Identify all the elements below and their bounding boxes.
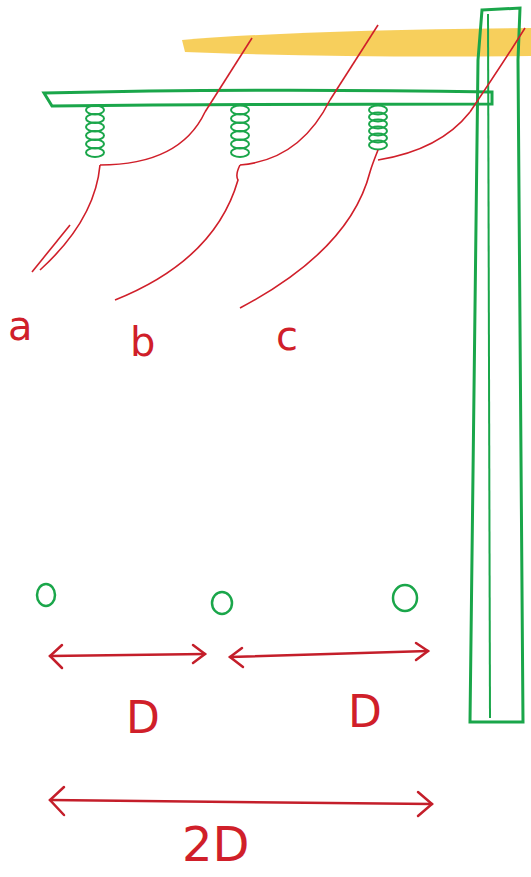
- dimension-label: D: [126, 696, 160, 740]
- phase-label: b: [130, 322, 155, 362]
- crossarm: [44, 90, 492, 106]
- dimension-label: 2D: [182, 820, 250, 868]
- insulator-winding: [369, 141, 387, 150]
- dimension-label: D: [348, 690, 382, 734]
- insulators: [86, 106, 387, 158]
- insulator-winding: [86, 148, 104, 157]
- pole: [470, 8, 523, 722]
- conductors: [32, 25, 525, 308]
- insulator-winding: [231, 148, 249, 157]
- phase-label: c: [276, 316, 298, 356]
- phase-label: a: [8, 306, 33, 346]
- dimension-arrows: [50, 643, 432, 816]
- conductor-circles: [37, 584, 417, 614]
- pole-edge: [488, 14, 490, 718]
